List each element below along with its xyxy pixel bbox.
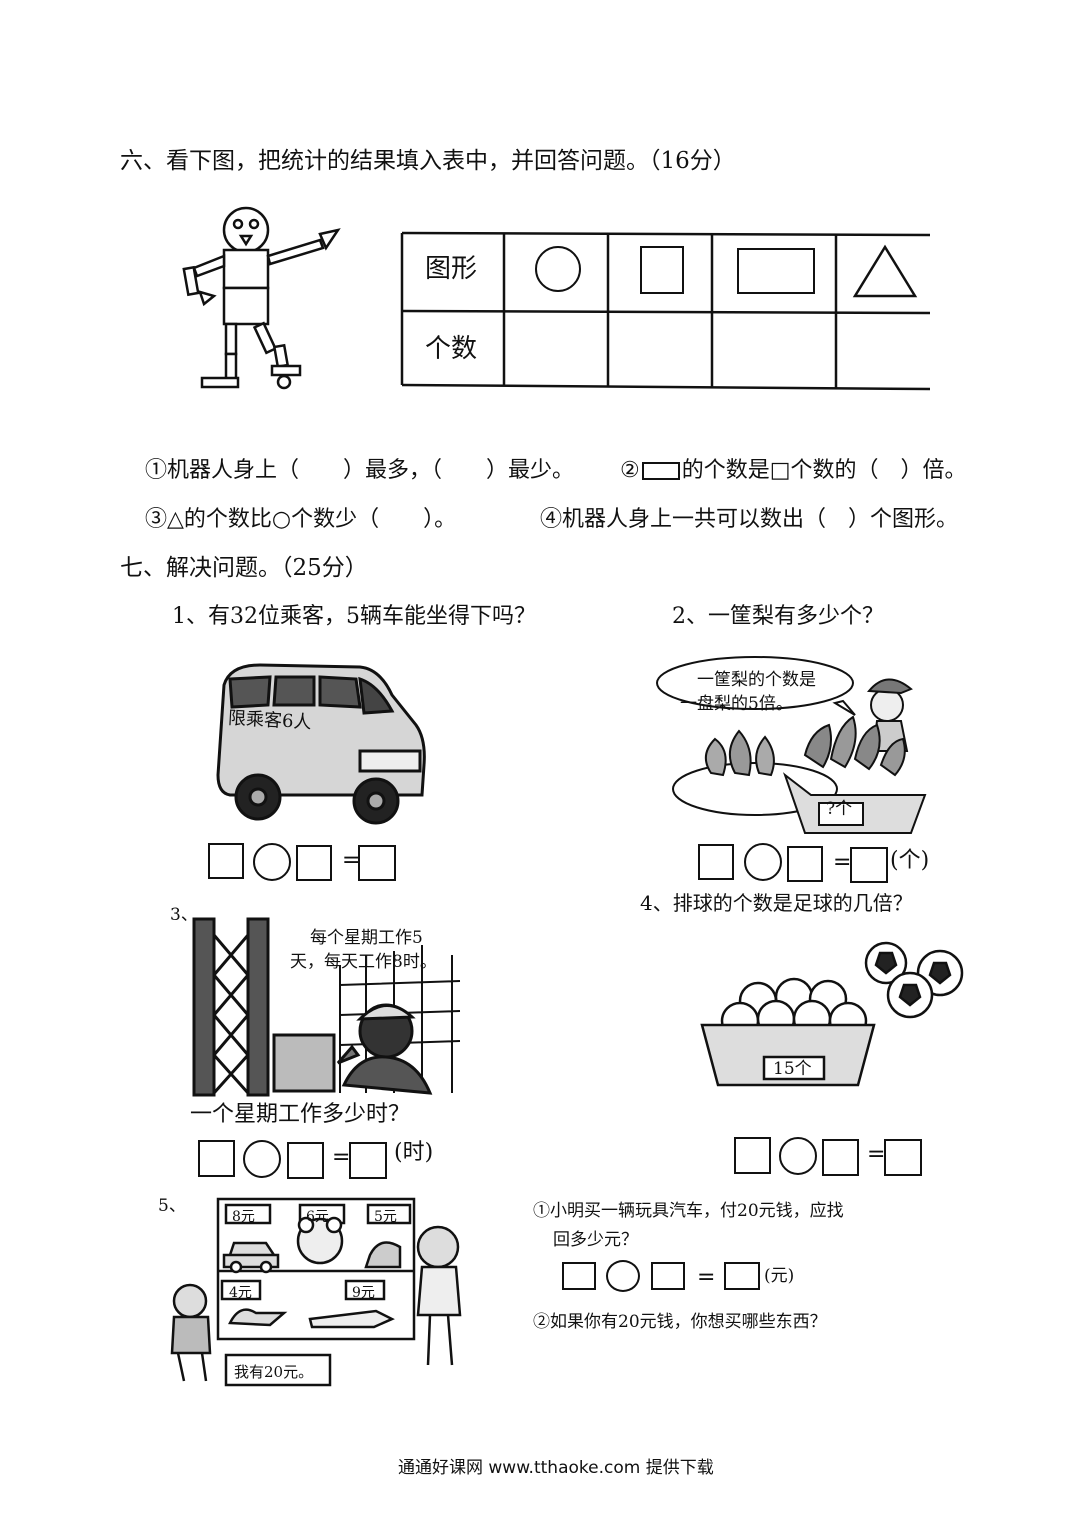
worker-sign-line2: 天，每天工作8时。	[290, 952, 437, 972]
problem-5-q1-line1: ①小明买一辆玩具汽车，付20元钱，应找	[533, 1201, 844, 1221]
question-6-2: ② 的个数是□个数的（ ）倍。	[620, 458, 967, 484]
balls-illustration	[700, 941, 964, 1087]
answer-box[interactable]	[787, 846, 823, 882]
answer-box[interactable]	[198, 1140, 235, 1177]
answer-box[interactable]	[822, 1139, 859, 1176]
operator-circle[interactable]	[744, 843, 782, 881]
pear-illustration	[656, 656, 927, 834]
footer-text: 通通好课网 www.tthaoke.com 提供下载	[398, 1458, 714, 1478]
question-6-2-suffix: 的个数是□个数的（ ）倍。	[681, 458, 967, 483]
count-cell-rectangle[interactable]	[714, 315, 834, 383]
circle-icon	[535, 246, 581, 292]
worker-sign-line1: 每个星期工作5	[310, 928, 423, 948]
van-capacity-text: 限乘客6人	[227, 707, 312, 734]
unit-label-hours: (时)	[394, 1140, 434, 1165]
count-cell-square[interactable]	[610, 315, 710, 383]
pear-bubble-line2: 一盘梨的5倍。	[680, 694, 793, 714]
kid-speech-bubble: 我有20元。	[234, 1363, 314, 1381]
answer-box[interactable]	[884, 1139, 922, 1176]
operator-circle[interactable]	[253, 843, 291, 881]
question-6-1: ①机器人身上（ ）最多，（ ）最少。	[145, 458, 575, 483]
rectangle-icon	[641, 462, 680, 480]
section6-heading: 六、看下图，把统计的结果填入表中，并回答问题。（16分）	[120, 148, 736, 174]
problem-3-number: 3、	[170, 905, 198, 925]
triangle-icon	[852, 244, 918, 298]
equals-sign: =	[697, 1265, 716, 1290]
worker-illustration	[192, 917, 461, 1097]
answer-box[interactable]	[651, 1262, 685, 1290]
robot-illustration	[182, 206, 341, 390]
operator-circle[interactable]	[779, 1137, 817, 1175]
stats-table	[400, 231, 931, 391]
answer-box[interactable]	[208, 843, 244, 879]
answer-box[interactable]	[698, 844, 734, 880]
pear-bubble-line1: 一筐梨的个数是	[697, 670, 816, 690]
count-cell-triangle[interactable]	[838, 315, 928, 383]
table-row-label-count: 个数	[425, 334, 478, 364]
operator-circle[interactable]	[606, 1260, 640, 1292]
answer-box[interactable]	[287, 1142, 324, 1179]
van-illustration	[216, 663, 426, 825]
answer-box[interactable]	[296, 845, 332, 881]
toy-shop-illustration	[170, 1197, 462, 1387]
price-tag: 5元	[374, 1209, 397, 1225]
operator-circle[interactable]	[243, 1140, 281, 1178]
unit-label-yuan: (元)	[764, 1266, 795, 1286]
problem-1-title: 1、有32位乘客，5辆车能坐得下吗？	[172, 604, 536, 629]
price-tag: 8元	[232, 1209, 255, 1225]
question-6-2-prefix: ②	[620, 458, 640, 483]
equals-sign: =	[833, 850, 852, 875]
pear-basket-label: ?个	[826, 799, 853, 819]
table-row-label-shape: 图形	[425, 254, 478, 284]
answer-box[interactable]	[562, 1262, 596, 1290]
answer-box[interactable]	[349, 1142, 387, 1179]
square-icon	[640, 246, 684, 294]
answer-box[interactable]	[358, 845, 396, 881]
unit-label-count: (个)	[890, 848, 930, 873]
volleyball-basket-label: 15个	[773, 1059, 812, 1079]
problem-3-question: 一个星期工作多少时？	[190, 1102, 411, 1127]
answer-box[interactable]	[734, 1137, 771, 1174]
equals-sign: =	[342, 848, 361, 873]
problem-2-title: 2、一筐梨有多少个？	[672, 604, 884, 629]
answer-box[interactable]	[850, 847, 888, 883]
equals-sign: =	[332, 1145, 351, 1170]
price-tag: 9元	[352, 1285, 375, 1301]
answer-box[interactable]	[724, 1262, 760, 1290]
equals-sign: =	[867, 1142, 886, 1167]
price-tag: 6元	[306, 1209, 329, 1225]
price-tag: 4元	[229, 1285, 252, 1301]
problem-5-q1-line2: 回多少元？	[553, 1230, 638, 1250]
problem-5-number: 5、	[158, 1196, 186, 1216]
question-6-4: ④机器人身上一共可以数出（ ）个图形。	[540, 507, 959, 532]
problem-4-title: 4、排球的个数是足球的几倍？	[640, 891, 913, 915]
count-cell-circle[interactable]	[506, 315, 606, 383]
section7-heading: 七、解决问题。（25分）	[120, 555, 368, 581]
rectangle-icon	[737, 248, 815, 294]
problem-5-q2: ②如果你有20元钱，你想买哪些东西？	[533, 1312, 827, 1332]
question-6-3: ③△的个数比○个数少（ ）。	[145, 507, 457, 532]
